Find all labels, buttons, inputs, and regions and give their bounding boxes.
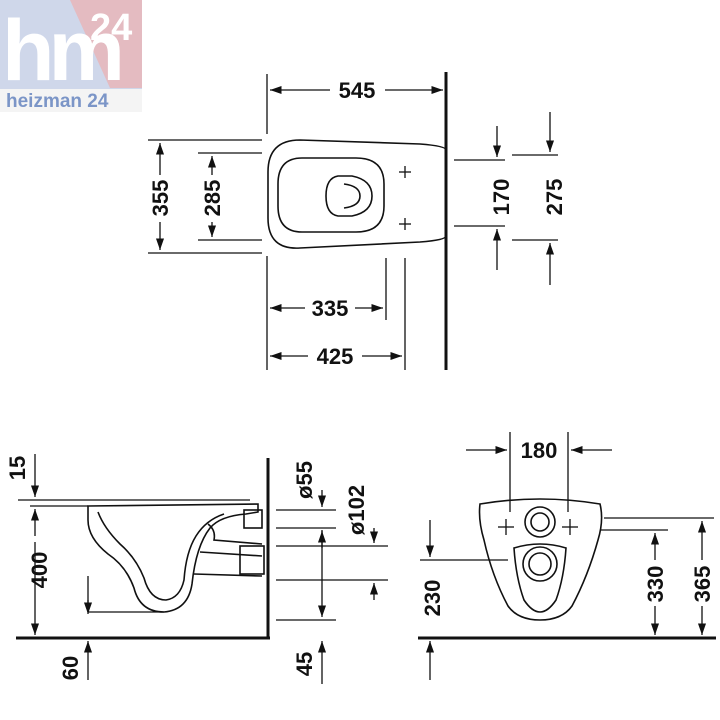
bowl-profile-side [87,503,259,613]
dim-60: 60 [58,656,83,680]
inlet-circle-front [524,506,556,538]
outlet-circle-front [522,546,558,582]
logo-caption-bar [0,89,142,112]
bowl-inner-side [97,511,225,601]
dim-170: 170 [489,179,514,216]
dim-355: 355 [148,180,173,217]
bolt-mark-front-left [498,519,514,535]
bolt-mark-top-1 [399,166,411,178]
flush-opening-inner [343,183,361,209]
logo-graphic: hm 24 heizman 24 [0,0,142,112]
flush-opening-top [325,175,373,217]
bolt-mark-top-2 [399,218,411,230]
dim-400: 400 [27,552,52,589]
dim-545: 545 [339,78,376,103]
bowl-outline-top [267,139,447,249]
inlet-spigot-side [243,509,263,529]
side-view: 15 400 60 ø55 ø102 45 [5,454,388,684]
dim-180: 180 [521,438,558,463]
dim-330: 330 [643,566,668,603]
bowl-outline-front [478,498,603,621]
trap-side [193,523,263,577]
logo-caption: heizman 24 [6,91,109,112]
dim-diameter-55: ø55 [292,461,317,499]
dim-diameter-102: ø102 [344,485,369,535]
dim-335: 335 [312,296,349,321]
bowl-inner-front [513,543,567,613]
dim-285: 285 [200,180,225,217]
dim-425: 425 [317,344,354,369]
front-view: 180 230 330 365 [418,432,716,680]
dim-275: 275 [542,179,567,216]
bowl-inner-top [277,157,385,233]
logo-mark: hm [2,3,121,99]
outlet-circle-inner-front [528,552,552,576]
heizman24-logo: hm 24 heizman 24 [0,0,142,112]
top-view: 545 355 285 335 425 170 2 [148,72,567,370]
dim-230: 230 [420,580,445,617]
logo-red-panel [70,0,142,88]
inlet-circle-inner-front [530,512,550,532]
dim-15: 15 [5,456,30,480]
outlet-spigot-side [239,545,265,575]
logo-superscript: 24 [90,7,132,49]
dim-365: 365 [690,566,715,603]
dim-45: 45 [292,652,317,676]
bolt-mark-front-right [562,519,578,535]
